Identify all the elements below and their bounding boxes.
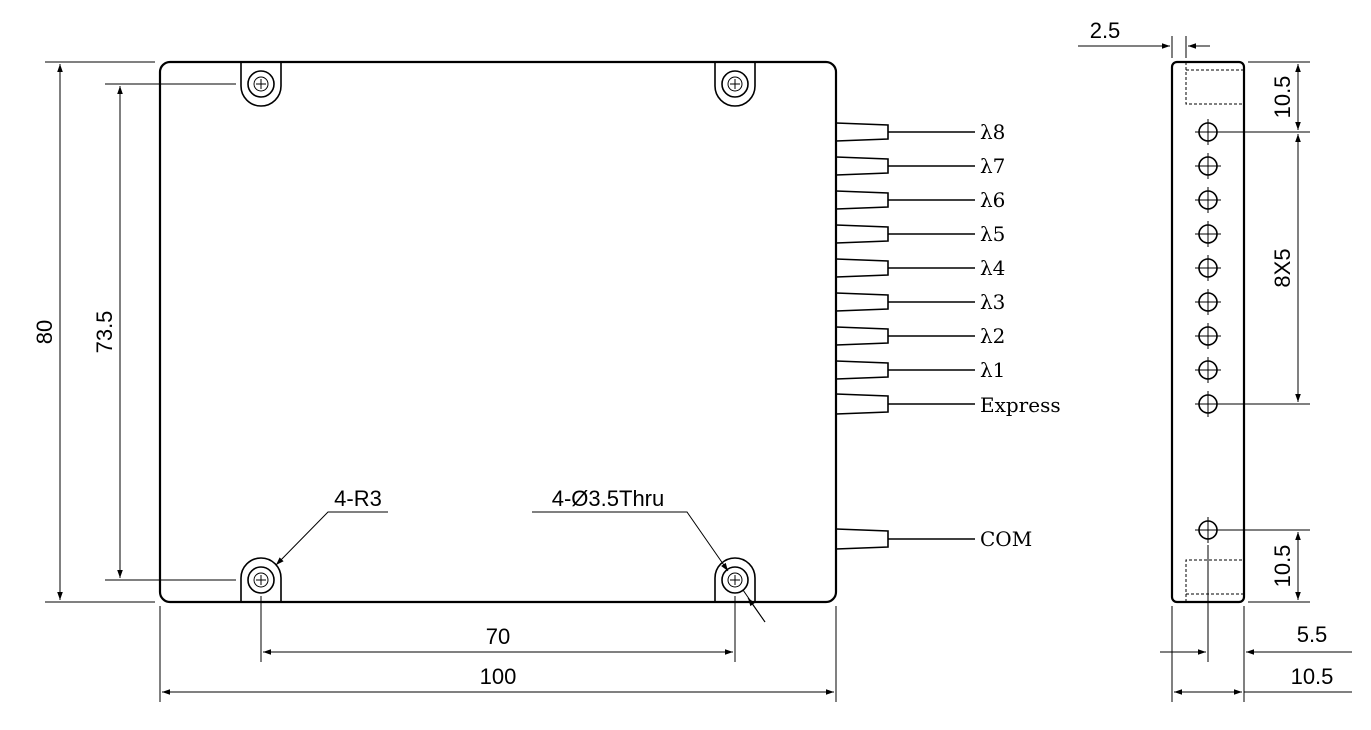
side-port-hole	[1195, 289, 1221, 315]
port-label-lambda-7: λ7	[980, 154, 1005, 178]
dimension-side-top-offset: 10.5	[1270, 76, 1295, 119]
dimension-side-pitch: 8X5	[1270, 248, 1295, 287]
leader-hole	[532, 511, 729, 572]
side-port-hole	[1195, 221, 1221, 247]
port-label-com: COM	[980, 527, 1032, 551]
module-body-outline	[158, 60, 838, 604]
front-view: λ8 λ7 λ6 λ5 λ4 λ3 λ2 λ1 Express COM	[158, 60, 1061, 604]
side-view	[1170, 60, 1246, 604]
side-port-hole	[1195, 323, 1221, 349]
front-dimensions: 80 73.5 70 100 4-R3 4-Ø3.5Thru	[32, 61, 837, 702]
port-label-lambda-3: λ3	[980, 290, 1005, 314]
dimension-side-lip: 2.5	[1090, 18, 1121, 43]
side-port-hole	[1195, 153, 1221, 179]
dimension-height-total: 80	[32, 320, 57, 344]
side-port-hole	[1195, 357, 1221, 383]
side-dimensions: 2.5 10.5 8X5 10.5 5.5 10.5	[1078, 18, 1352, 702]
dimension-side-bottom-offset: 10.5	[1270, 545, 1295, 588]
boot-lambda-1	[835, 360, 975, 380]
side-port-hole-com	[1195, 517, 1221, 543]
dimension-width-total: 100	[480, 664, 517, 689]
port-label-lambda-2: λ2	[980, 324, 1005, 348]
port-label-express: Express	[980, 393, 1061, 417]
hidden-ear-top	[1185, 62, 1244, 105]
boot-lambda-7	[835, 156, 975, 176]
port-label-lambda-8: λ8	[980, 120, 1005, 144]
boot-lambda-5	[835, 224, 975, 244]
side-port-hole	[1195, 255, 1221, 281]
port-label-lambda-6: λ6	[980, 188, 1005, 212]
boot-lambda-6	[835, 190, 975, 210]
side-port-hole	[1195, 391, 1221, 417]
side-port-hole	[1195, 187, 1221, 213]
mounting-hole-top-right	[714, 62, 756, 107]
note-hole: 4-Ø3.5Thru	[552, 486, 665, 511]
boot-lambda-3	[835, 292, 975, 312]
mounting-hole-bottom-right	[714, 557, 756, 602]
hidden-ear-bottom	[1185, 559, 1244, 602]
dimension-side-port-inset: 5.5	[1297, 622, 1328, 647]
leader-corner-radius	[275, 511, 388, 566]
note-corner-radius: 4-R3	[334, 486, 382, 511]
boot-com	[835, 528, 975, 550]
dimension-side-depth: 10.5	[1291, 664, 1334, 689]
port-label-lambda-1: λ1	[980, 358, 1005, 382]
fiber-boots	[835, 122, 975, 550]
boot-lambda-8	[835, 122, 975, 142]
side-port-holes	[1195, 119, 1221, 543]
dimension-hole-horizontal-spacing: 70	[486, 624, 510, 649]
side-port-hole	[1195, 119, 1221, 145]
boot-express	[835, 393, 975, 415]
boot-lambda-2	[835, 326, 975, 346]
mounting-hole-bottom-left	[240, 557, 282, 602]
port-label-lambda-5: λ5	[980, 222, 1005, 246]
port-label-lambda-4: λ4	[980, 256, 1005, 280]
boot-lambda-4	[835, 258, 975, 278]
mounting-hole-top-left	[240, 62, 282, 107]
dimension-hole-vertical-spacing: 73.5	[92, 311, 117, 354]
